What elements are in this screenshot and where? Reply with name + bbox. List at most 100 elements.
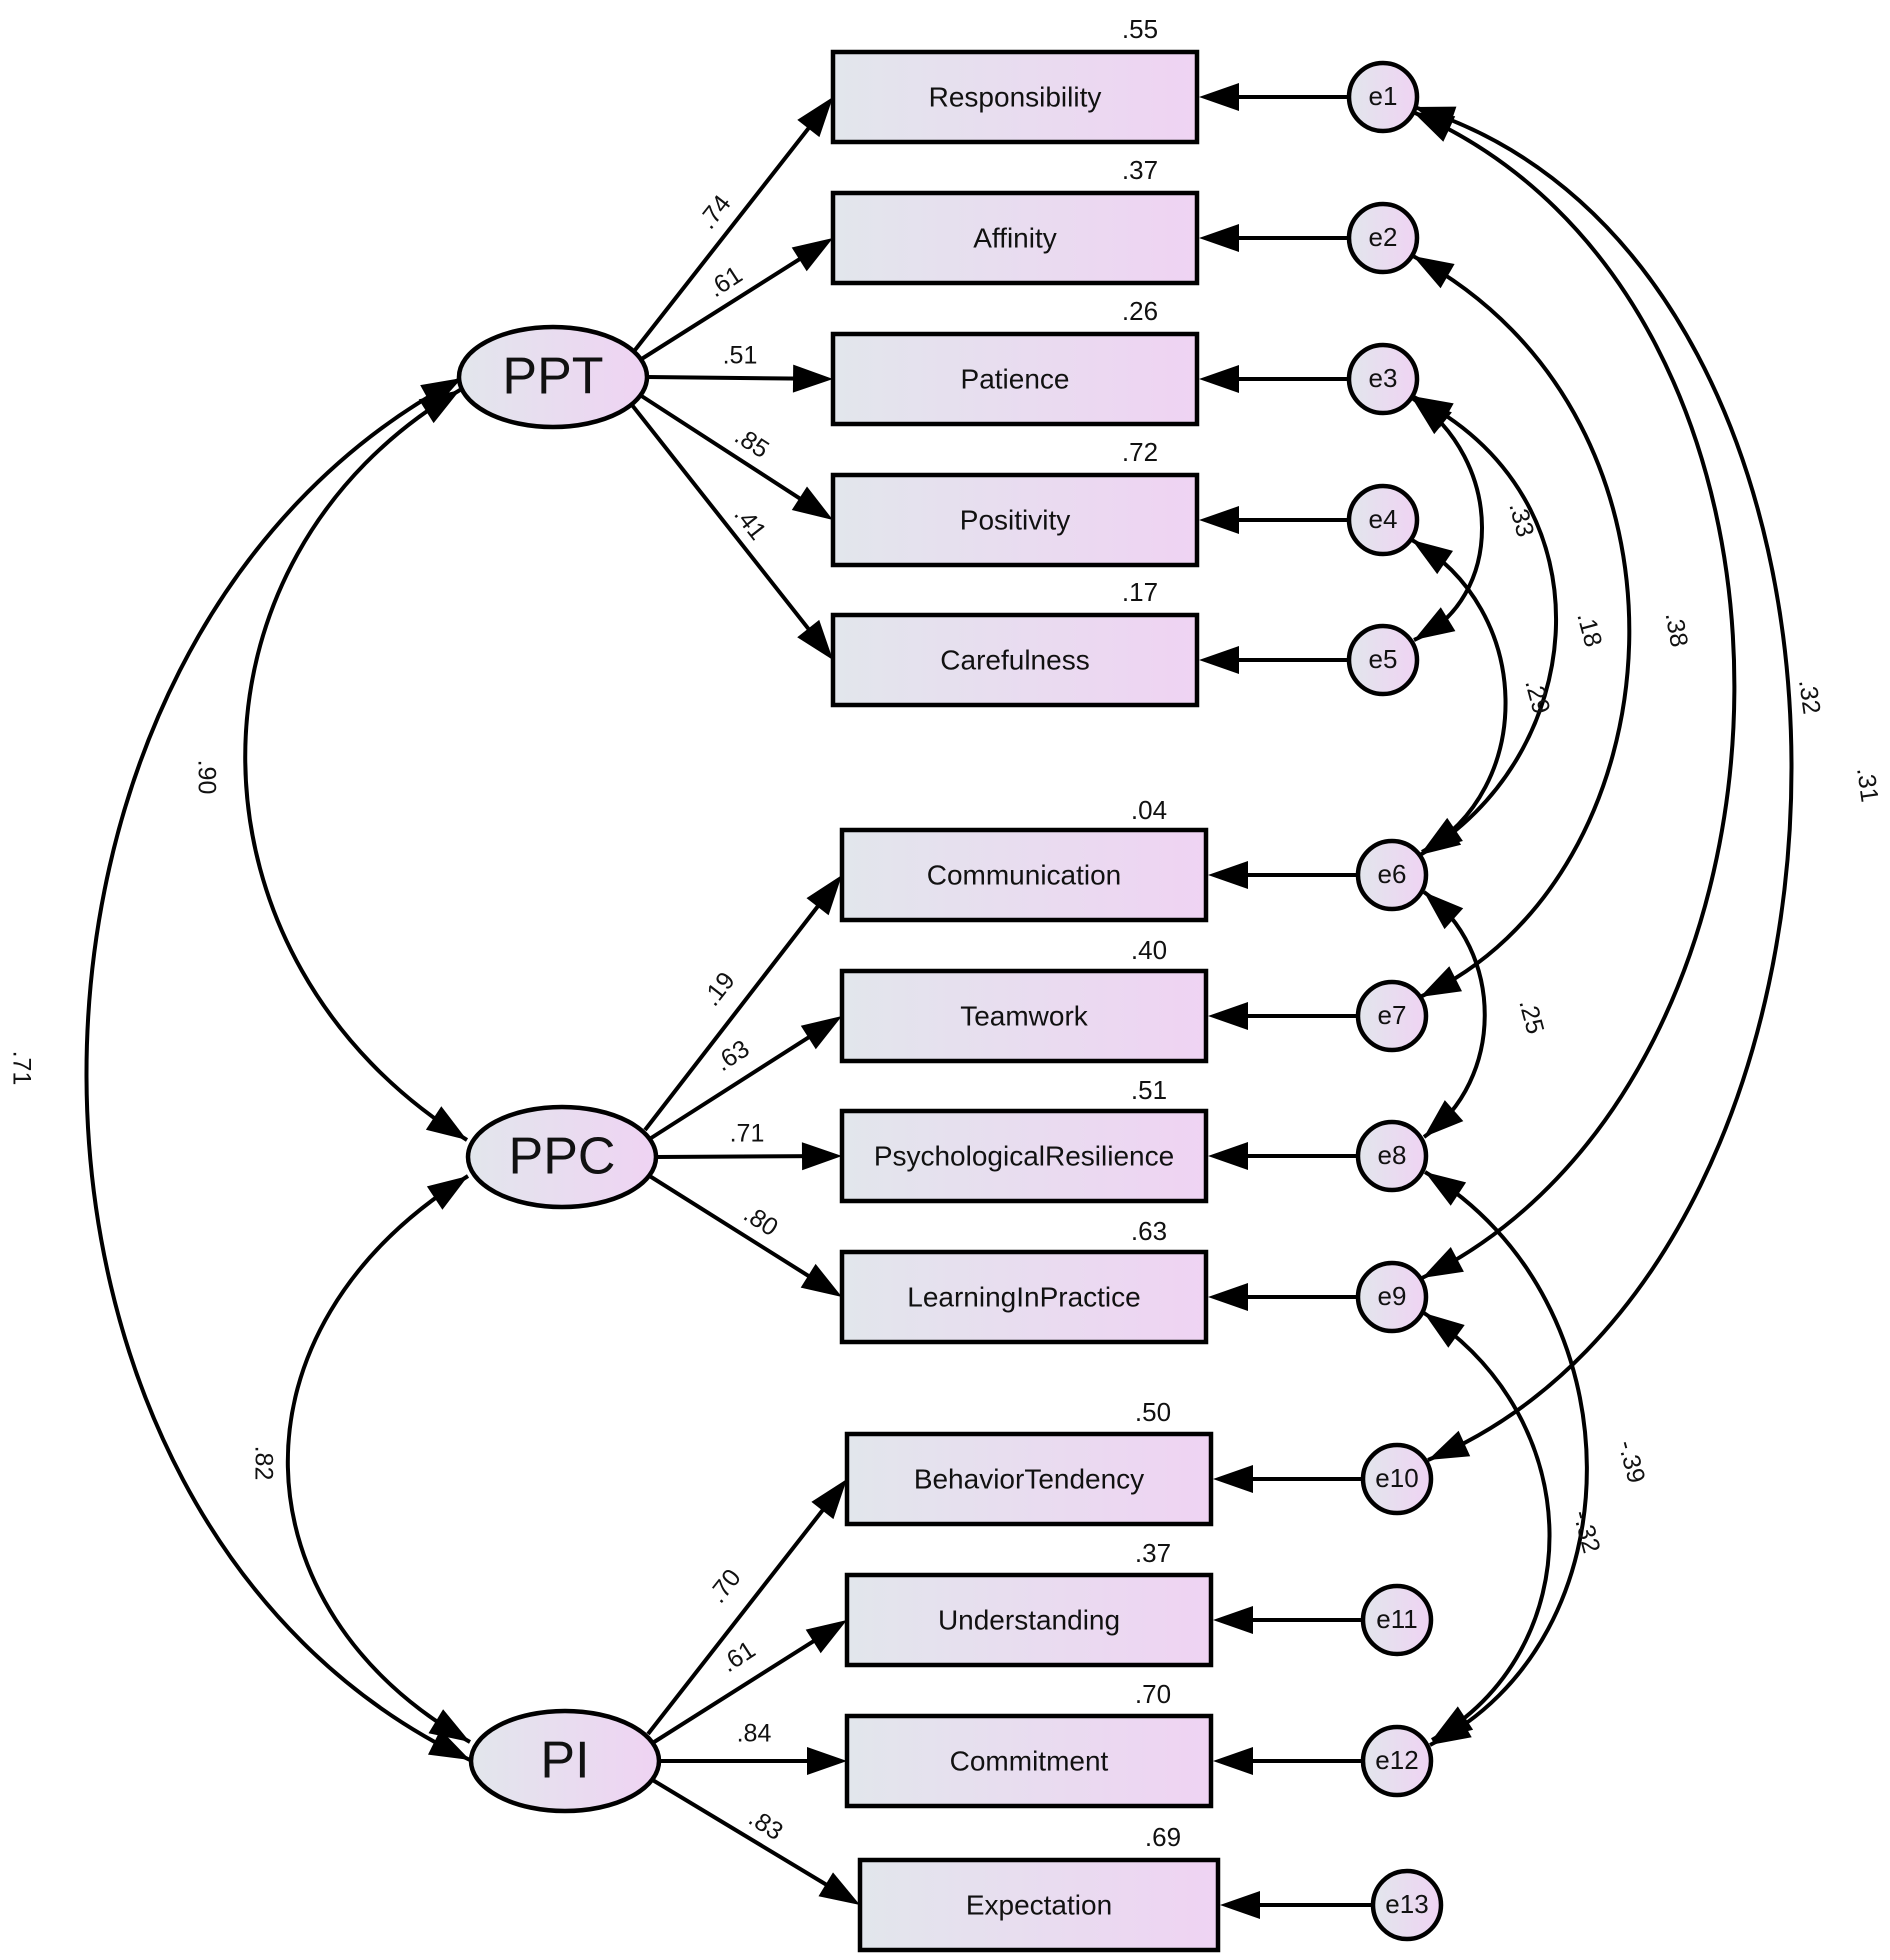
observed-label-behaviortendency: BehaviorTendency: [914, 1463, 1144, 1494]
observed-box-communication: [839, 827, 1209, 923]
loading-communication: .19: [697, 967, 740, 1012]
covariance-e1-e9-head-end: [1422, 1247, 1464, 1278]
covariance-e9-e12: [1422, 1311, 1552, 1742]
observed-box-positivity: [830, 472, 1200, 568]
error-arrow-e3-head: [1199, 365, 1239, 393]
r2-psychologicalresilience: .51: [1131, 1075, 1167, 1105]
covariance-e3-e6-head-start: [1412, 396, 1454, 428]
correlation-ppt-pi-head-end: [428, 1729, 470, 1760]
error-label-e2: e2: [1369, 222, 1398, 252]
covariance-e8-e12: [1423, 1170, 1589, 1747]
covariance-e6-e8: [1422, 890, 1487, 1139]
loading-arrow-commitment-head: [807, 1747, 847, 1775]
latent-ppc: [465, 1104, 659, 1210]
covariance-e3-e6: [1411, 394, 1559, 857]
observed-label-patience: Patience: [961, 363, 1070, 394]
covariance-value-e1-e10: .31: [1851, 766, 1884, 804]
loading-arrow-teamwork: [646, 1030, 818, 1142]
correlation-ppt-pi-head-start: [420, 378, 462, 410]
error-arrow-e1-head: [1199, 83, 1239, 111]
error-node-e13: [1370, 1868, 1444, 1942]
observed-label-learninginpractice: LearningInPractice: [907, 1281, 1140, 1312]
latent-ppt: [456, 324, 650, 430]
loading-arrow-behaviortendency: [646, 1501, 831, 1736]
r2-responsibility: .55: [1122, 14, 1158, 44]
error-label-e12: e12: [1375, 1745, 1418, 1775]
r2-carefulness: .17: [1122, 577, 1158, 607]
loading-arrow-positivity-head: [791, 486, 833, 520]
observed-box-patience: [830, 331, 1200, 427]
observed-label-communication: Communication: [927, 859, 1122, 890]
error-node-e6: [1355, 838, 1429, 912]
observed-box-carefulness: [830, 612, 1200, 708]
r2-learninginpractice: .63: [1131, 1216, 1167, 1246]
covariance-e9-e12-head-end: [1432, 1706, 1474, 1740]
loading-behaviortendency: .70: [703, 1564, 746, 1609]
error-node-e7: [1355, 979, 1429, 1053]
observed-box-teamwork: [839, 968, 1209, 1064]
correlation-value-ppc-pi: .82: [249, 1446, 277, 1481]
loading-arrow-learninginpractice-head: [800, 1263, 842, 1297]
loading-arrow-psychologicalresilience: [655, 1154, 813, 1159]
observed-box-commitment: [844, 1713, 1214, 1809]
correlation-ppc-pi-head-end: [428, 1709, 470, 1742]
loading-arrow-responsibility-head: [797, 97, 833, 138]
error-node-e12: [1360, 1724, 1434, 1798]
covariance-e4-e6: [1411, 538, 1508, 854]
error-node-e2: [1346, 201, 1420, 275]
observed-label-commitment: Commitment: [950, 1745, 1109, 1776]
error-label-e13: e13: [1385, 1889, 1428, 1919]
covariance-value-e1-e9: .32: [1793, 678, 1826, 716]
correlation-ppt-ppc-head-end: [425, 1106, 467, 1140]
loading-commitment: .84: [737, 1720, 772, 1748]
covariance-value-e3-e6: .18: [1571, 609, 1607, 650]
loading-understanding: .61: [716, 1636, 760, 1678]
loading-arrow-patience: [646, 375, 804, 381]
covariance-e2-e7-head-end: [1420, 966, 1462, 997]
observed-box-understanding: [844, 1572, 1214, 1668]
error-arrow-e8-head: [1208, 1142, 1248, 1170]
loading-arrow-behaviortendency-head: [811, 1479, 847, 1520]
r2-patience: .26: [1122, 296, 1158, 326]
correlation-value-ppt-ppc: .90: [192, 760, 220, 795]
observed-label-psychologicalresilience: PsychologicalResilience: [874, 1140, 1174, 1171]
error-arrow-e2-head: [1199, 224, 1239, 252]
observed-box-learninginpractice: [839, 1249, 1209, 1345]
loading-arrow-positivity: [638, 393, 809, 506]
loading-arrow-teamwork-head: [800, 1016, 842, 1050]
correlation-ppt-ppc: [243, 388, 469, 1142]
loading-arrow-learninginpractice: [646, 1173, 818, 1283]
covariance-e4-e6-head-start: [1412, 540, 1453, 575]
error-arrow-e6-head: [1208, 861, 1248, 889]
observed-box-behaviortendency: [844, 1431, 1214, 1527]
r2-positivity: .72: [1122, 437, 1158, 467]
error-node-e1: [1346, 60, 1420, 134]
r2-affinity: .37: [1122, 155, 1158, 185]
paths-layer: [84, 83, 1794, 1919]
error-label-e10: e10: [1375, 1463, 1418, 1493]
latent-label-pi: PI: [540, 1732, 589, 1790]
error-node-e5: [1346, 623, 1420, 697]
covariance-e2-e7: [1412, 254, 1632, 999]
error-node-e4: [1346, 483, 1420, 557]
error-node-e8: [1355, 1119, 1429, 1193]
loading-psychologicalresilience: .71: [730, 1120, 765, 1148]
loading-arrow-carefulness: [630, 403, 816, 638]
loading-arrow-psychologicalresilience-head: [801, 1142, 842, 1171]
labels-layer: Responsibility.55.74Affinity.37.61Patien…: [7, 14, 1883, 1921]
covariance-e3-e5-head-end: [1414, 607, 1456, 640]
loading-arrow-communication-head: [806, 875, 842, 916]
covariance-value-e3-e5: .33: [1503, 499, 1539, 540]
correlation-ppt-pi: [84, 376, 471, 1762]
error-label-e7: e7: [1378, 1000, 1407, 1030]
loading-carefulness: .41: [728, 501, 771, 546]
error-arrow-e11-head: [1213, 1606, 1253, 1634]
covariance-e1-e10-head-end: [1428, 1430, 1471, 1460]
covariance-e8-e12-head-start: [1425, 1172, 1467, 1206]
covariance-value-e6-e8: .25: [1513, 996, 1549, 1037]
r2-communication: .04: [1131, 795, 1167, 825]
error-label-e3: e3: [1369, 363, 1398, 393]
observed-label-understanding: Understanding: [938, 1604, 1120, 1635]
error-arrow-e9-head: [1208, 1283, 1248, 1311]
